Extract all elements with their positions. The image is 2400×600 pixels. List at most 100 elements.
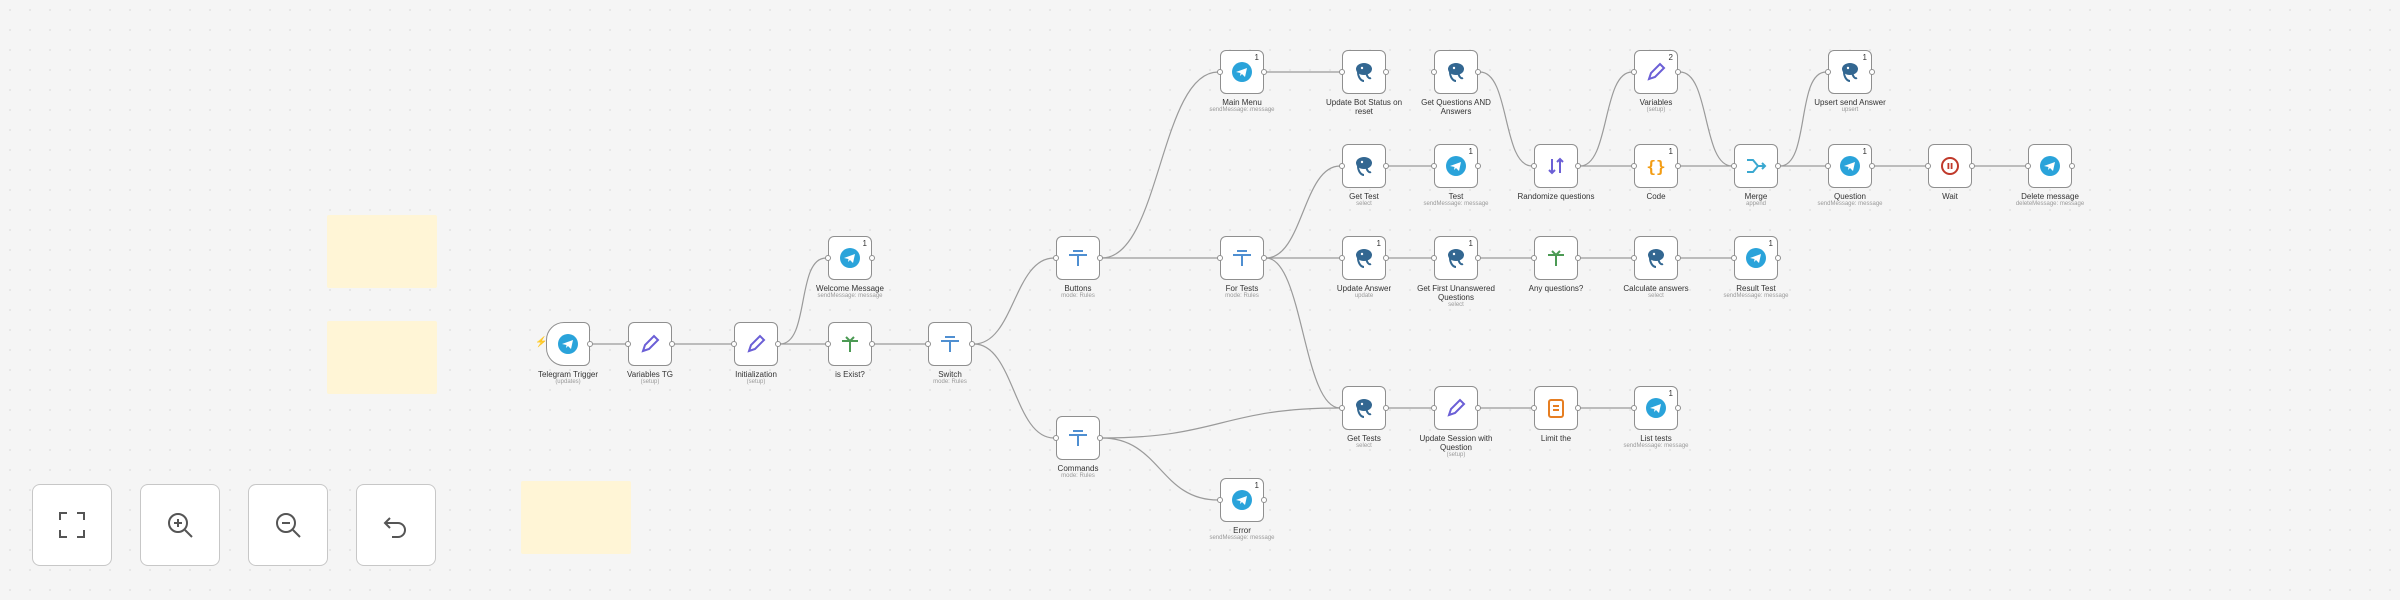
output-port[interactable] (1675, 255, 1681, 261)
input-port[interactable] (1217, 255, 1223, 261)
zoom-out-button[interactable] (248, 484, 328, 566)
connection-initialization-to-welcome-message[interactable] (779, 257, 827, 345)
output-port[interactable] (1575, 163, 1581, 169)
node-randomize-questions[interactable]: Randomize questions (1518, 144, 1594, 201)
node-update-session[interactable]: Update Session with Question(setup) (1420, 386, 1492, 459)
input-port[interactable] (1431, 255, 1437, 261)
node-box[interactable] (1631, 236, 1681, 280)
node-box[interactable]: 1 (1431, 144, 1481, 188)
input-port[interactable] (1531, 255, 1537, 261)
input-port[interactable] (1339, 69, 1345, 75)
node-box[interactable] (1531, 386, 1581, 430)
output-port[interactable] (1475, 69, 1481, 75)
node-telegram-trigger[interactable]: ⚡Telegram Trigger(updates) (535, 322, 598, 386)
node-box[interactable] (1431, 386, 1481, 430)
sticky-note[interactable] (327, 215, 437, 288)
output-port[interactable] (1383, 69, 1389, 75)
node-box[interactable] (1053, 236, 1103, 280)
node-box[interactable] (1531, 236, 1581, 280)
node-box[interactable] (1431, 50, 1481, 94)
input-port[interactable] (1431, 163, 1437, 169)
output-port[interactable] (1383, 255, 1389, 261)
output-port[interactable] (1383, 405, 1389, 411)
node-box[interactable] (1925, 144, 1975, 188)
node-get-questions-and-answers[interactable]: Get Questions AND Answers (1421, 50, 1491, 116)
node-list-tests-code[interactable]: Limit the (1531, 386, 1581, 443)
output-port[interactable] (1475, 163, 1481, 169)
output-port[interactable] (2069, 163, 2075, 169)
node-box[interactable] (2025, 144, 2075, 188)
output-port[interactable] (969, 341, 975, 347)
output-port[interactable] (1575, 405, 1581, 411)
output-port[interactable] (1097, 255, 1103, 261)
output-port[interactable] (1383, 163, 1389, 169)
connection-for-tests-to-get-test[interactable] (1265, 165, 1341, 259)
output-port[interactable] (669, 341, 675, 347)
node-box[interactable]: 1 (1631, 386, 1681, 430)
connection-for-tests-to-get-tests[interactable] (1265, 257, 1341, 409)
connection-switch-to-buttons[interactable] (973, 257, 1055, 345)
node-initialization[interactable]: Initialization(setup) (731, 322, 781, 386)
output-port[interactable] (775, 341, 781, 347)
connection-randomize-questions-to-variables[interactable] (1579, 71, 1633, 167)
output-port[interactable] (1261, 69, 1267, 75)
output-port[interactable] (1675, 69, 1681, 75)
output-port[interactable] (1775, 255, 1781, 261)
output-port[interactable] (1675, 405, 1681, 411)
output-port[interactable] (1675, 163, 1681, 169)
input-port[interactable] (1825, 163, 1831, 169)
node-box[interactable] (1053, 416, 1103, 460)
node-is-exist[interactable]: is Exist? (825, 322, 875, 379)
input-port[interactable] (1631, 163, 1637, 169)
input-port[interactable] (1731, 255, 1737, 261)
node-box[interactable]: {}1 (1631, 144, 1681, 188)
input-port[interactable] (1731, 163, 1737, 169)
input-port[interactable] (1431, 69, 1437, 75)
undo-button[interactable] (356, 484, 436, 566)
output-port[interactable] (1261, 255, 1267, 261)
node-box[interactable] (1731, 144, 1781, 188)
node-box[interactable] (1217, 236, 1267, 280)
input-port[interactable] (1339, 255, 1345, 261)
node-box[interactable]: 1 (1825, 144, 1875, 188)
connection-variables-to-merge[interactable] (1679, 71, 1733, 167)
output-port[interactable] (869, 255, 875, 261)
node-box[interactable]: 2 (1631, 50, 1681, 94)
connection-get-questions-and-answers-to-randomize-questions[interactable] (1479, 71, 1533, 167)
output-port[interactable] (869, 341, 875, 347)
output-port[interactable] (587, 341, 593, 347)
input-port[interactable] (1925, 163, 1931, 169)
input-port[interactable] (1825, 69, 1831, 75)
fit-view-button[interactable] (32, 484, 112, 566)
node-update-bot-status[interactable]: Update Bot Status on reset (1326, 50, 1402, 116)
input-port[interactable] (1053, 255, 1059, 261)
node-box[interactable]: 1 (825, 236, 875, 280)
node-box[interactable] (825, 322, 875, 366)
node-box[interactable] (1339, 50, 1389, 94)
output-port[interactable] (1575, 255, 1581, 261)
node-box[interactable]: 1 (1825, 50, 1875, 94)
node-box[interactable]: 1 (1731, 236, 1781, 280)
node-box[interactable]: 1 (1217, 50, 1267, 94)
node-box[interactable] (731, 322, 781, 366)
input-port[interactable] (625, 341, 631, 347)
output-port[interactable] (1869, 69, 1875, 75)
zoom-in-button[interactable] (140, 484, 220, 566)
input-port[interactable] (825, 341, 831, 347)
node-wait[interactable]: Wait (1925, 144, 1975, 201)
sticky-note[interactable] (521, 481, 631, 554)
output-port[interactable] (1475, 255, 1481, 261)
